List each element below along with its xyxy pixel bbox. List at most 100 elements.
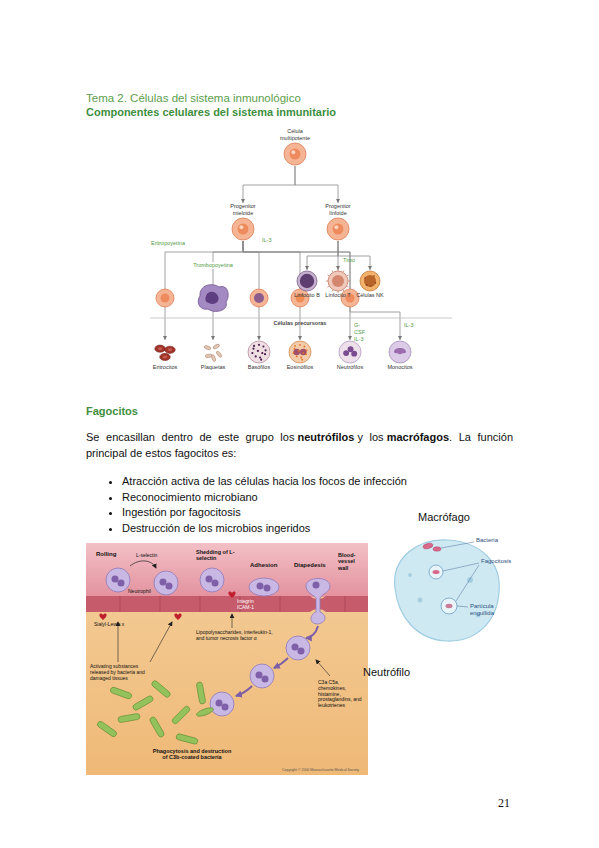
figure-label: Macrófago: [418, 511, 470, 524]
erythrocyte-center: [158, 347, 163, 350]
edge-label: Timo: [343, 257, 363, 264]
cell-node: Eritrocitos: [145, 340, 185, 371]
bacterium: [96, 720, 117, 738]
leader-line: [441, 542, 474, 548]
nucleus-lobe: [292, 644, 299, 651]
cell-drawing: [239, 340, 279, 364]
bullet-item: Atracción activa de las células hacia lo…: [122, 474, 482, 490]
cell-label: Linfocito T: [322, 292, 354, 299]
cell-node: Linfocito T: [322, 270, 354, 299]
nucleus-lobe: [262, 676, 269, 683]
platelet: [204, 345, 212, 351]
cell-label: Eritrocitos: [145, 364, 185, 371]
granule: [373, 275, 374, 276]
cell-node: Progenitor mieloide: [225, 203, 261, 241]
edge-label: G-CSF IL-3: [354, 322, 371, 343]
migration-arrow: [236, 686, 252, 696]
stage-label: Diapedesis: [294, 562, 326, 569]
cell-group: [284, 143, 306, 165]
molecule-label: L-selectin: [136, 553, 157, 559]
callout-label: Bacteria: [476, 537, 498, 544]
lineage-connector: [338, 241, 370, 270]
bacterium: [196, 706, 215, 718]
nucleus-lobe: [257, 583, 264, 590]
cell-drawing: [354, 270, 386, 292]
cell-node: Neutrófilos: [330, 340, 370, 371]
phagosome: [429, 565, 443, 579]
granule: [253, 345, 255, 347]
cell-group: [204, 343, 223, 362]
erythrocyte-center: [163, 356, 168, 359]
precursor-nucleus: [161, 294, 170, 303]
cell-drawing: [320, 217, 356, 241]
granule: [294, 345, 296, 347]
cell-drawing: [380, 340, 420, 364]
neutrophil-cell: [286, 636, 310, 660]
stage-label: Phagocytosis and destruction of C3b-coat…: [150, 748, 234, 761]
cell-group: [232, 218, 254, 240]
leader-line: [457, 606, 468, 607]
leader-line: [456, 565, 479, 601]
granule: [258, 344, 260, 346]
bacterium: [110, 686, 133, 699]
leader-line: [443, 563, 479, 571]
cell-node: Células NK: [354, 270, 386, 299]
cell-group: [389, 341, 411, 363]
platelet: [216, 350, 223, 358]
granule: [418, 598, 423, 603]
erythrocyte-center: [168, 348, 173, 351]
cell-drawing: [280, 340, 320, 364]
neutrophil-cell: [106, 568, 130, 592]
nucleus-lobe: [300, 349, 307, 356]
cell-group: [326, 269, 350, 293]
cell-drawing: [225, 217, 261, 241]
vessel-wall: [86, 596, 368, 612]
cell-group: [155, 345, 175, 361]
cell-body: [339, 341, 361, 363]
bacterium: [423, 542, 434, 549]
cell-drawing: [193, 340, 233, 364]
bullet-item: Destrucción de los microbios ingeridos: [122, 521, 482, 537]
nucleus-lobe: [351, 351, 357, 357]
granule: [301, 359, 303, 361]
neutrophil-cell: [200, 568, 224, 592]
granule: [251, 352, 253, 354]
molecule-label: Sialyl-Lewis x: [94, 622, 124, 628]
tissue-background: [86, 543, 368, 775]
cell-label: Neutrófilos: [330, 364, 370, 371]
divider-line: [150, 318, 452, 319]
engulfed-particle: [446, 604, 453, 608]
nucleus-lobe: [264, 585, 271, 592]
figure-label: Neutrófilo: [363, 666, 410, 679]
cell-node: Basófilos: [239, 340, 279, 371]
granule: [298, 350, 300, 352]
nucleus-lobe: [222, 704, 229, 711]
granule: [257, 350, 259, 352]
megakaryocyte: [198, 285, 228, 312]
precursor-nucleus: [205, 292, 218, 304]
cell-nucleus: [333, 224, 344, 235]
granule: [265, 349, 267, 351]
cell-drawing: [145, 340, 185, 364]
selectin-marker: [228, 592, 235, 598]
bacterium: [132, 695, 154, 711]
granule: [370, 285, 371, 286]
cell-node: Linfocito B: [291, 270, 323, 299]
granule: [296, 356, 298, 358]
bacterium: [171, 705, 191, 725]
cell-label: Plaquetas: [193, 364, 233, 371]
nucleus-lobe: [256, 672, 263, 679]
note-label: Activating substances released by bacter…: [90, 664, 158, 681]
lineage-connector: [243, 166, 295, 203]
diapedesis-cell: [306, 579, 330, 625]
cell-nucleus: [300, 274, 314, 288]
granule: [364, 277, 365, 278]
body-text: Se encasillan dentro de este grupo los: [86, 431, 294, 443]
cell-label: Progenitor mieloide: [225, 203, 261, 217]
cell-drawing: [322, 270, 354, 292]
macrophage-body: [395, 540, 500, 641]
platelet: [205, 354, 213, 358]
signal-arrow: [316, 660, 330, 676]
cell-label: Monocitos: [380, 364, 420, 371]
cell-group: [360, 271, 380, 291]
